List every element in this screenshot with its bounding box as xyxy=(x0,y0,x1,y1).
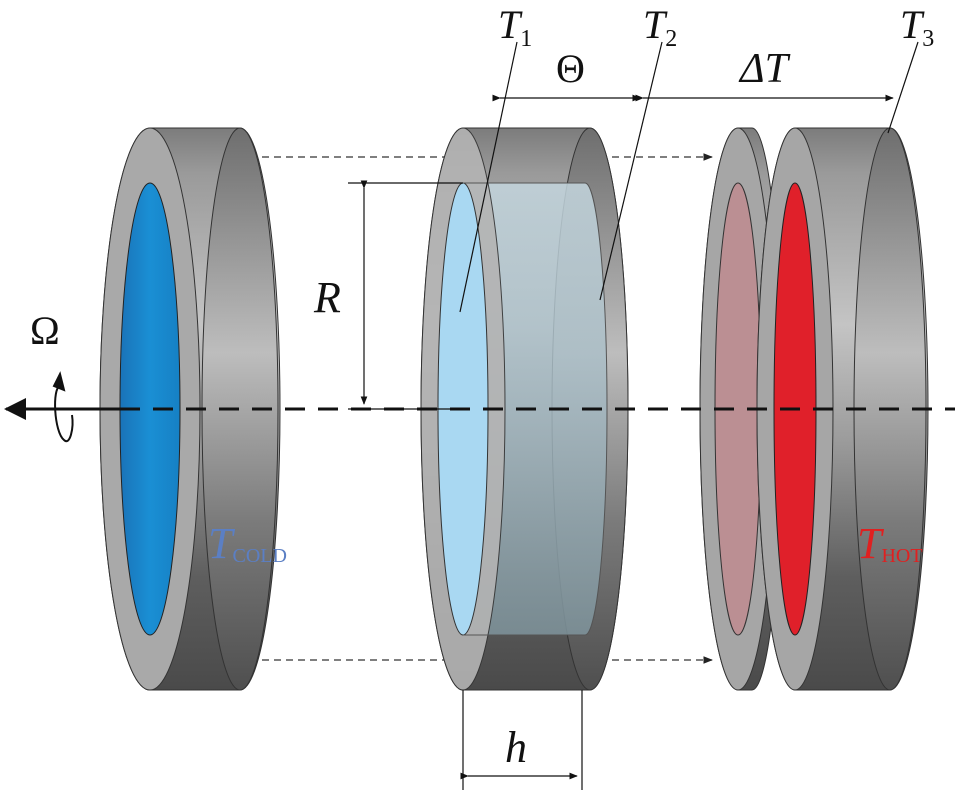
cold-plate xyxy=(99,127,281,691)
leader-lines xyxy=(459,41,919,313)
t1-label: T1 xyxy=(498,2,532,52)
height-label: h xyxy=(505,723,527,772)
omega-label: Ω xyxy=(30,308,60,353)
radius-label: R xyxy=(313,273,341,322)
omega-rotation-icon xyxy=(52,371,74,443)
height-dimension xyxy=(460,690,583,790)
delta-t-label: ΔT xyxy=(738,46,791,92)
axis-arrowhead xyxy=(4,398,26,420)
t-cold-label: TCOLD xyxy=(208,519,287,568)
t2-label: T2 xyxy=(643,2,677,52)
radius-dimension xyxy=(348,180,463,410)
dashed-guides xyxy=(262,153,713,664)
t-hot-label: THOT xyxy=(857,519,923,568)
rotation-axis xyxy=(4,398,955,420)
theta-label: Θ xyxy=(556,46,585,91)
t3-label: T3 xyxy=(900,2,934,52)
